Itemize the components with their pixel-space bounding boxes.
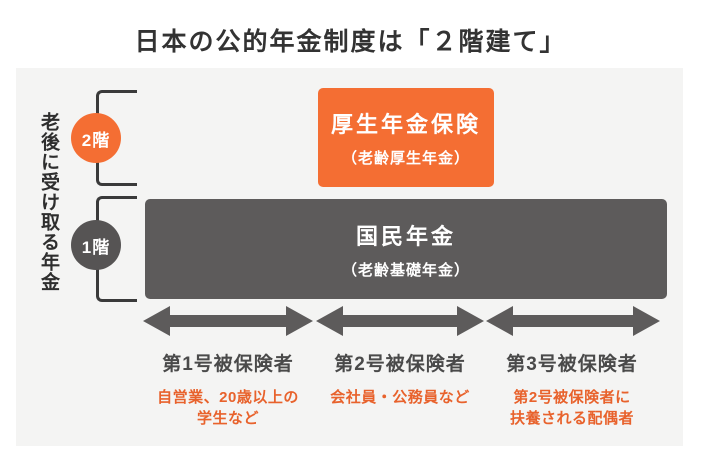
category-description: 第2号被保険者に 扶養される配偶者 [509,389,634,427]
category-label: 第1号被保険者 [162,354,294,375]
category2-range-arrow [316,306,484,336]
arrow-shaft [155,315,301,327]
national-pension-title: 国民年金 [355,223,456,249]
arrow-right-head-icon [633,306,660,336]
floor2-badge: 2階 [71,113,121,163]
category3-range-arrow [486,306,660,336]
category-label: 第3号被保険者 [506,354,638,375]
category-label: 第2号被保険者 [334,354,466,375]
insured-category-3: 第3号被保険者 第2号被保険者に 扶養される配偶者 [470,349,674,429]
arrow-shaft [498,315,648,327]
pension-diagram-panel: 老後に受け取る年金 2階 1階 厚生年金保険 （老齢厚生年金） 国民年金 （老齢… [16,68,683,446]
employees-pension-subtitle: （老齢厚生年金） [341,150,470,167]
employees-pension-box: 厚生年金保険 （老齢厚生年金） [318,88,494,187]
category-description: 会社員・公務員など [330,389,470,406]
arrow-right-head-icon [457,306,484,336]
category-description: 自営業、20歳以上の 学生など [157,389,299,427]
insured-category-1: 第1号被保険者 自営業、20歳以上の 学生など [128,349,328,429]
page-title: 日本の公的年金制度は「２階建て」 [134,28,567,56]
national-pension-subtitle: （老齢基礎年金） [341,261,470,279]
insured-category-2: 第2号被保険者 会社員・公務員など [300,349,500,408]
arrow-shaft [328,315,472,327]
side-axis-label: 老後に受け取る年金 [38,112,59,292]
category1-range-arrow [143,306,313,336]
arrow-right-head-icon [286,306,313,336]
floor1-badge: 1階 [71,220,121,270]
national-pension-box: 国民年金 （老齢基礎年金） [145,199,667,299]
employees-pension-title: 厚生年金保険 [330,112,481,137]
